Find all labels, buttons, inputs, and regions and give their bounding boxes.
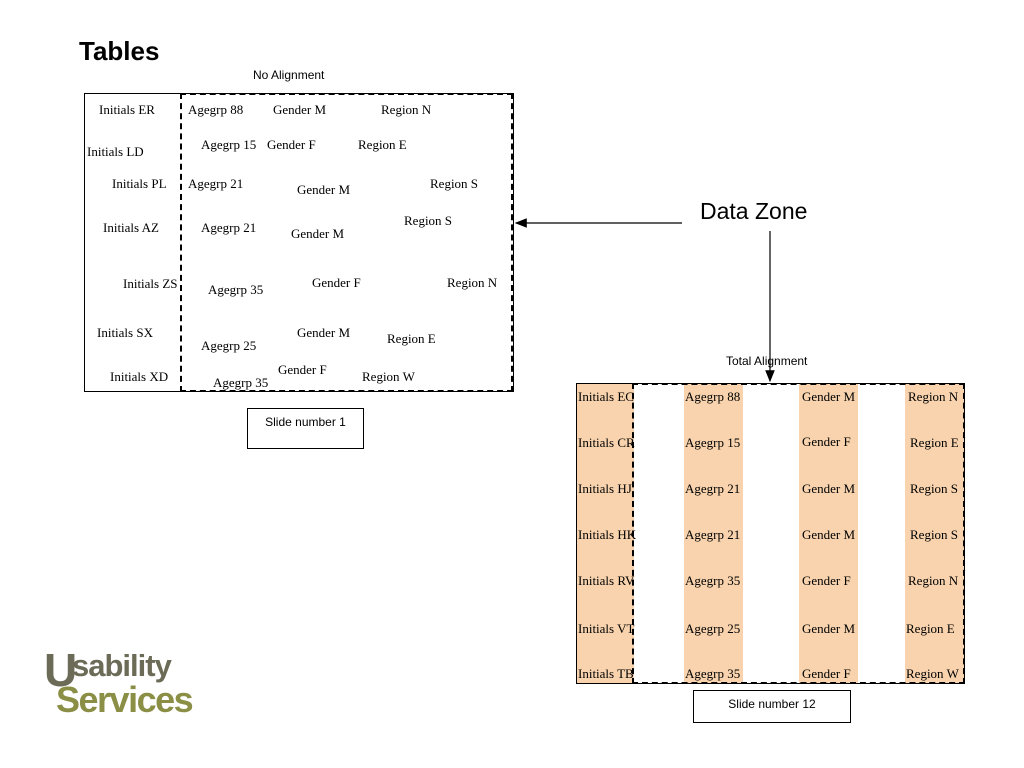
left-cell: Agegrp 35 xyxy=(213,375,269,390)
left-cell: Gender F xyxy=(278,362,327,377)
right-column-agegrp xyxy=(684,384,743,683)
total-alignment-caption: Total Alignment xyxy=(726,354,808,368)
right-cell-initials: Initials HJ xyxy=(578,481,632,496)
right-cell-gender: Gender F xyxy=(802,573,851,588)
right-cell-region: Region E xyxy=(906,621,955,636)
right-cell-agegrp: Agegrp 15 xyxy=(685,435,741,450)
left-cell: Gender M xyxy=(291,226,345,241)
right-cell-region: Region N xyxy=(908,573,959,588)
left-cell: Initials AZ xyxy=(103,220,159,235)
right-cell-agegrp: Agegrp 35 xyxy=(685,573,741,588)
logo-text-line2: Services xyxy=(56,679,194,720)
left-cell: Initials SX xyxy=(97,325,153,340)
left-cell: Agegrp 88 xyxy=(188,102,244,117)
left-cell: Region E xyxy=(387,331,436,346)
left-cell: Agegrp 21 xyxy=(188,176,244,191)
left-cell: Agegrp 25 xyxy=(201,338,257,353)
right-cell-agegrp: Agegrp 25 xyxy=(685,621,741,636)
left-cell: Initials LD xyxy=(87,144,144,159)
right-cell-agegrp: Agegrp 88 xyxy=(685,389,741,404)
right-cell-gender: Gender M xyxy=(802,527,856,542)
right-column-initials xyxy=(577,384,634,683)
no-alignment-caption: No Alignment xyxy=(253,68,325,82)
right-cell-gender: Gender M xyxy=(802,481,856,496)
left-cell: Gender M xyxy=(297,182,351,197)
slide-number-12-box: Slide number 12 xyxy=(693,690,851,723)
left-cell: Region N xyxy=(447,275,498,290)
usability-services-logo: U sability Services xyxy=(40,644,194,725)
left-data-zone-border xyxy=(180,93,513,392)
right-cell-region: Region S xyxy=(910,481,959,496)
left-cell: Region E xyxy=(358,137,407,152)
left-cell: Gender F xyxy=(267,137,316,152)
right-cell-initials: Initials VT xyxy=(578,621,635,636)
right-cell-gender: Gender M xyxy=(802,389,856,404)
right-cell-agegrp: Agegrp 21 xyxy=(685,527,741,542)
left-cell: Gender M xyxy=(297,325,351,340)
right-cell-agegrp: Agegrp 21 xyxy=(685,481,741,496)
left-cell: Agegrp 35 xyxy=(208,282,264,297)
left-cell: Gender F xyxy=(312,275,361,290)
data-zone-label: Data Zone xyxy=(700,198,808,224)
left-cell: Region W xyxy=(362,369,415,384)
logo-text-line1: sability xyxy=(72,648,172,683)
right-cell-region: Region N xyxy=(908,389,959,404)
right-cell-agegrp: Agegrp 35 xyxy=(685,666,741,681)
slide-title: Tables xyxy=(79,36,160,66)
right-cell-initials: Initials RV xyxy=(578,573,635,588)
right-cell-gender: Gender M xyxy=(802,621,856,636)
right-cell-initials: Initials TB xyxy=(578,666,634,681)
left-cell: Region N xyxy=(381,102,432,117)
right-cell-region: Region S xyxy=(910,527,959,542)
right-cell-region: Region W xyxy=(906,666,959,681)
right-data-zone-border xyxy=(632,383,965,684)
left-cell: Region S xyxy=(430,176,479,191)
right-cell-initials: Initials EC xyxy=(578,389,634,404)
right-cell-initials: Initials CR xyxy=(578,435,635,450)
left-cell: Initials PL xyxy=(112,176,167,191)
left-cell: Initials ZS xyxy=(123,276,178,291)
right-cell-gender: Gender F xyxy=(802,666,851,681)
logo-letter-u: U xyxy=(44,644,78,696)
left-cell: Initials ER xyxy=(99,102,155,117)
right-cell-initials: Initials HK xyxy=(578,527,637,542)
right-column-gender xyxy=(799,384,858,683)
left-cell: Region S xyxy=(404,213,453,228)
left-cell: Agegrp 21 xyxy=(201,220,257,235)
left-cell: Initials XD xyxy=(110,369,169,384)
right-cell-region: Region E xyxy=(910,435,959,450)
right-column-region xyxy=(905,384,964,683)
right-cell-gender: Gender F xyxy=(802,434,851,449)
left-cell: Gender M xyxy=(273,102,327,117)
left-cell: Agegrp 15 xyxy=(201,137,257,152)
slide-number-1-box: Slide number 1 xyxy=(247,408,364,449)
